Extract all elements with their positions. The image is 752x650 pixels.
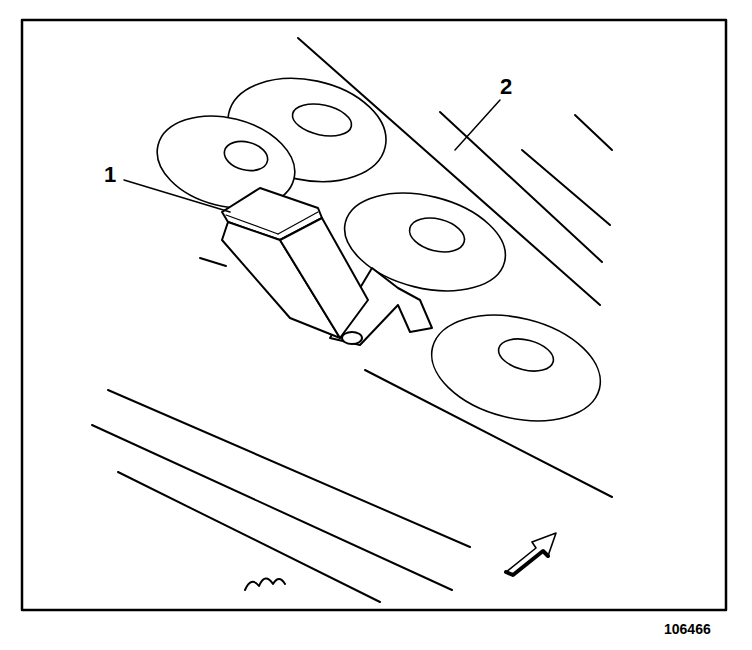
panel-edge [118, 472, 380, 602]
panel-edge [575, 115, 612, 150]
component-edge [226, 215, 278, 234]
panel-edge [92, 425, 452, 590]
figure-frame [22, 20, 726, 610]
callout-number: 1 [104, 164, 116, 186]
leader-line [124, 180, 230, 212]
direction-arrow [506, 533, 556, 575]
direction-arrow-shade [506, 551, 548, 575]
panel-edge [108, 390, 470, 547]
clip-foot [342, 332, 362, 344]
component-edge [278, 212, 318, 234]
surface-mark [245, 578, 285, 590]
callout-number: 2 [500, 76, 512, 98]
component-front [280, 218, 368, 338]
disc-group [147, 64, 611, 437]
figure-number: 106466 [664, 622, 711, 636]
panel-edge [522, 150, 610, 225]
leader-line [455, 100, 500, 150]
panel-edge [200, 258, 226, 266]
